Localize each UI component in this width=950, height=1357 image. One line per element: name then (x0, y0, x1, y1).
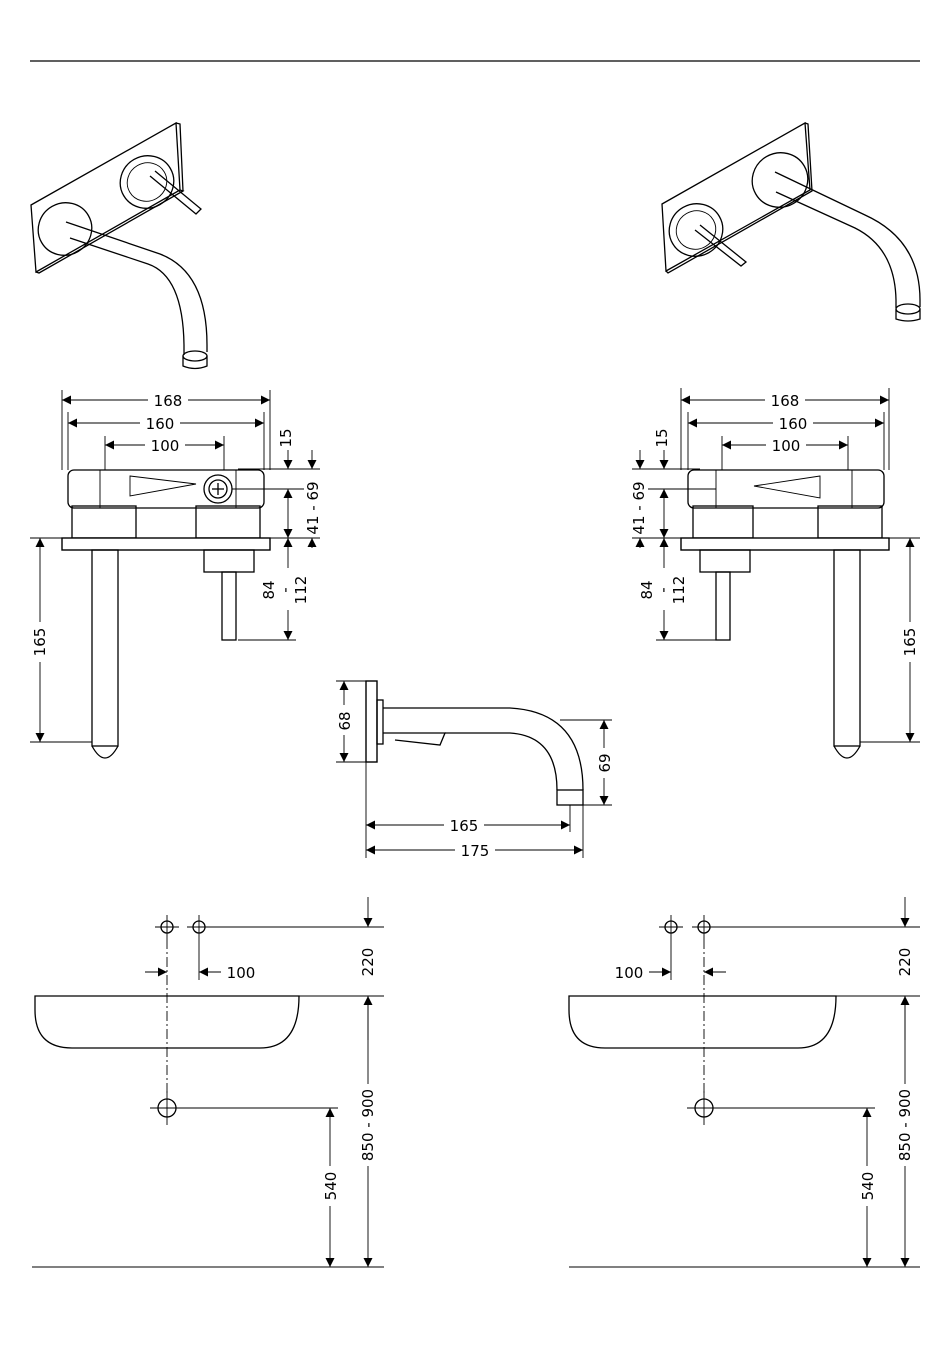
dim-spout-projection: 165 (901, 628, 919, 657)
mixer-elevation-right: 168 160 100 15 41 - 69 84 - 112 165 (630, 388, 920, 758)
dim-drain-height: 540 (322, 1172, 340, 1201)
dim-drain-height: 540 (859, 1172, 877, 1201)
dim-spout-handle-spacing: 100 (772, 437, 801, 455)
mixer-elevation-left: 168 160 100 15 41 - 69 84 - 112 165 (30, 390, 322, 758)
perspective-view-left (29, 123, 207, 369)
installation-view-right: 100 220 850 - 900 540 (569, 897, 920, 1267)
dim-rough-in-max: 112 (292, 576, 310, 605)
dim-width-overall: 168 (154, 392, 183, 410)
dim-hole-spacing: 100 (615, 964, 644, 982)
dim-spout-handle-spacing: 100 (151, 437, 180, 455)
perspective-view-right (660, 123, 920, 321)
dim-hole-spacing: 100 (227, 964, 256, 982)
dim-spout-reach: 165 (450, 817, 479, 835)
dim-basin-height: 850 - 900 (359, 1089, 377, 1161)
dim-basin-height: 850 - 900 (896, 1089, 914, 1161)
dim-rough-in-max: 112 (670, 576, 688, 605)
dim-above-basin: 220 (359, 948, 377, 977)
dim-width-body: 160 (146, 415, 175, 433)
dim-above-basin: 220 (896, 948, 914, 977)
dim-spout-projection: 165 (31, 628, 49, 657)
dim-spout-total: 175 (461, 842, 490, 860)
dim-top-offset: 15 (277, 428, 295, 447)
installation-view-left: 100 220 850 - 900 540 (32, 897, 384, 1267)
dim-handle-axis-range: 41 - 69 (304, 481, 322, 534)
dim-handle-axis-range: 41 - 69 (630, 481, 648, 534)
dim-width-body: 160 (779, 415, 808, 433)
spout-side-view: 68 69 165 175 (334, 681, 614, 860)
dim-spout-drop: 69 (596, 753, 614, 772)
dim-width-overall: 168 (771, 392, 800, 410)
dim-top-offset: 15 (653, 428, 671, 447)
dim-plate-height: 68 (336, 711, 354, 730)
